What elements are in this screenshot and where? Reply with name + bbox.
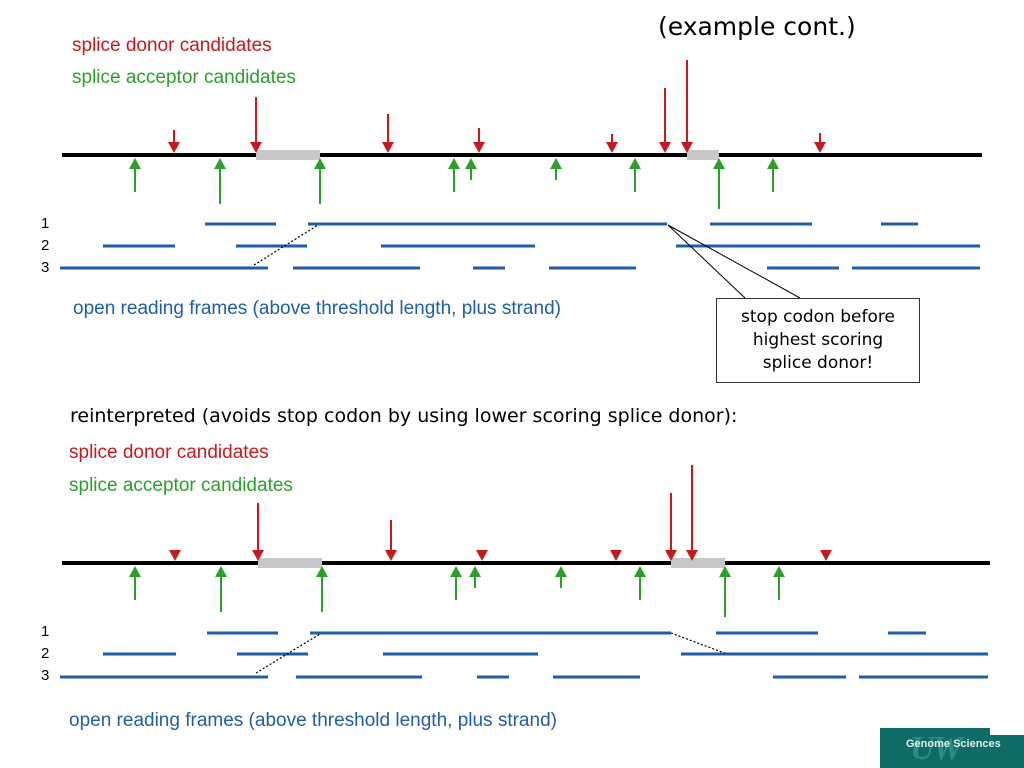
top-acceptor-arrow-1-head <box>129 158 141 169</box>
bottom-acceptor-arrow-2-head <box>215 566 227 577</box>
bottom-acceptor-arrow-7-head <box>634 566 646 577</box>
top-donor-arrow-5-head <box>606 142 618 153</box>
top-exon-1 <box>256 150 320 160</box>
callout-line-2: highest scoring <box>752 330 884 350</box>
callout-line-3: splice donor! <box>762 353 874 373</box>
top-donor-arrow-4-head <box>473 142 485 153</box>
top-donor-arrow-3-head <box>382 142 394 153</box>
top-frame-2-label: 2 <box>41 237 50 254</box>
bottom-acceptor-arrow-5-head <box>469 566 481 577</box>
bottom-donor-arrow-7-head <box>686 550 698 561</box>
top-acceptor-arrow-7-head <box>629 158 641 169</box>
logo-text: Genome Sciences <box>906 738 1001 750</box>
top-acceptor-arrow-9-head <box>767 158 779 169</box>
bottom-acceptor-arrow-8-head <box>719 566 731 577</box>
callout-pointer-2 <box>667 224 801 299</box>
bottom-donor-arrow-5-head <box>610 550 622 561</box>
bottom-dotted-connector-1 <box>255 633 321 674</box>
top-frame-3-label: 3 <box>41 259 50 276</box>
logo-notch <box>990 727 1024 735</box>
top-donor-arrow-6-head <box>659 142 671 153</box>
panel-top-diagram <box>60 60 982 299</box>
top-acceptor-arrow-6-head <box>550 158 562 169</box>
slide-title: (example cont.) <box>658 12 856 41</box>
top-donor-label: splice donor candidates <box>72 35 272 56</box>
top-dotted-connector-1 <box>253 224 319 266</box>
bottom-dotted-connector-2 <box>670 632 728 655</box>
bottom-acceptor-label: splice acceptor candidates <box>69 475 293 496</box>
callout-pointer-1 <box>667 224 746 299</box>
bottom-donor-arrow-1-head <box>169 550 181 561</box>
top-acceptor-arrow-3-head <box>314 158 326 169</box>
bottom-frame-2-label: 2 <box>41 645 50 662</box>
top-donor-arrow-7-head <box>681 142 693 153</box>
top-exon-2 <box>687 150 719 160</box>
bottom-donor-arrow-2-head <box>252 550 264 561</box>
bottom-acceptor-arrow-6-head <box>555 566 567 577</box>
bottom-donor-arrow-3-head <box>385 550 397 561</box>
bottom-exon-2 <box>671 558 725 568</box>
top-acceptor-label: splice acceptor candidates <box>72 67 296 88</box>
panel-bottom-diagram <box>60 465 990 679</box>
callout-line-1: stop codon before <box>741 307 895 327</box>
bottom-exon-1 <box>258 558 322 568</box>
bottom-acceptor-arrow-4-head <box>450 566 462 577</box>
bottom-acceptor-arrow-3-head <box>316 566 328 577</box>
bottom-donor-arrow-8-head <box>820 550 832 561</box>
top-orf-label: open reading frames (above threshold len… <box>73 298 561 319</box>
top-donor-arrow-2-head <box>250 142 262 153</box>
bottom-frame-3-label: 3 <box>41 667 50 684</box>
bottom-donor-arrow-6-head <box>665 550 677 561</box>
top-acceptor-arrow-2-head <box>214 158 226 169</box>
bottom-frame-1-label: 1 <box>41 623 50 640</box>
bottom-acceptor-arrow-1-head <box>129 566 141 577</box>
bottom-orf-label: open reading frames (above threshold len… <box>69 710 557 731</box>
top-donor-arrow-1-head <box>168 142 180 153</box>
bottom-donor-label: splice donor candidates <box>69 442 269 463</box>
bottom-donor-arrow-4-head <box>476 550 488 561</box>
uw-genome-sciences-logo: UW Genome Sciences <box>880 727 1024 768</box>
uw-mark: UW <box>910 730 963 767</box>
reinterpreted-caption: reinterpreted (avoids stop codon by usin… <box>70 405 738 427</box>
stop-codon-callout: stop codon before highest scoring splice… <box>716 298 920 383</box>
top-donor-arrow-8-head <box>814 142 826 153</box>
top-frame-1-label: 1 <box>41 215 50 232</box>
top-acceptor-arrow-4-head <box>448 158 460 169</box>
top-acceptor-arrow-5-head <box>465 158 477 169</box>
bottom-acceptor-arrow-9-head <box>773 566 785 577</box>
top-acceptor-arrow-8-head <box>713 158 725 169</box>
